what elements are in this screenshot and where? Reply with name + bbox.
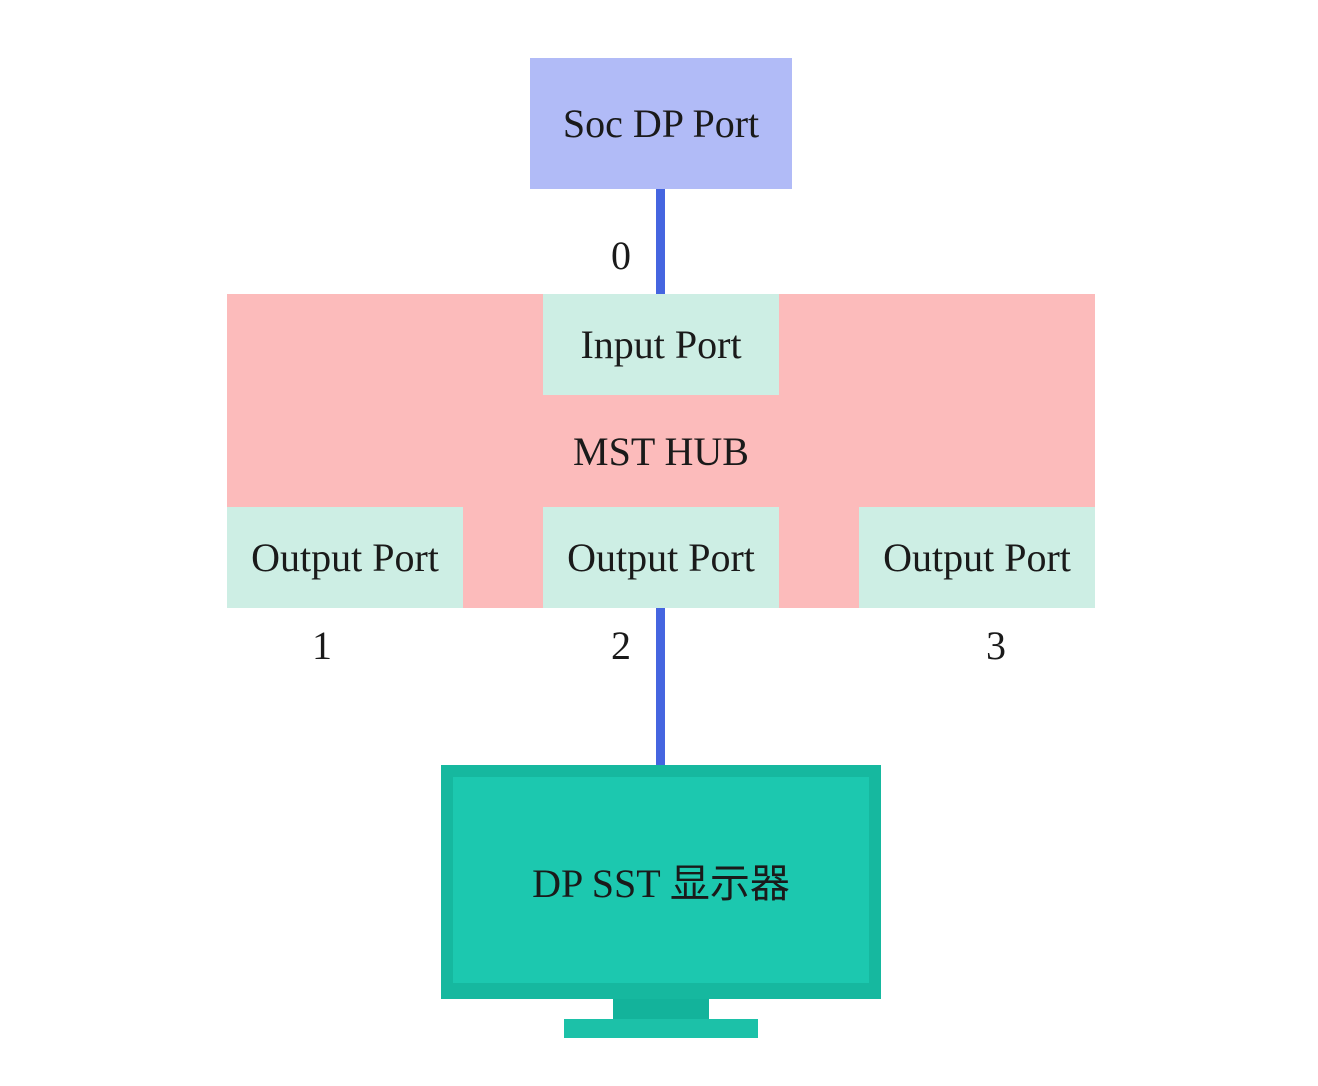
display-label: DP SST 显示器 bbox=[532, 861, 790, 906]
soc-dp-port-box: Soc DP Port bbox=[530, 58, 792, 189]
mst-hub-box: Input Port MST HUB Output Port Output Po… bbox=[227, 294, 1095, 608]
connection-line-soc-to-hub bbox=[656, 189, 665, 295]
monitor-icon: DP SST 显示器 bbox=[441, 765, 881, 999]
input-port-box: Input Port bbox=[543, 294, 779, 395]
monitor-stand-base bbox=[564, 1019, 758, 1038]
output-port-3-box: Output Port bbox=[859, 507, 1095, 608]
mst-hub-label: MST HUB bbox=[573, 428, 749, 474]
soc-dp-port-label: Soc DP Port bbox=[562, 101, 760, 146]
output-port-3-number: 3 bbox=[986, 623, 1006, 668]
output-port-3-label: Output Port bbox=[883, 535, 1071, 580]
input-port-number: 0 bbox=[611, 233, 631, 278]
output-port-2-label: Output Port bbox=[567, 535, 755, 580]
output-port-1-label: Output Port bbox=[251, 535, 439, 580]
connection-line-hub-to-display bbox=[656, 608, 665, 766]
input-port-label: Input Port bbox=[580, 322, 742, 367]
output-port-2-number: 2 bbox=[611, 623, 631, 668]
output-port-2-box: Output Port bbox=[543, 507, 779, 608]
monitor-screen: DP SST 显示器 bbox=[453, 777, 869, 983]
monitor-stand-neck bbox=[613, 999, 709, 1020]
output-port-1-number: 1 bbox=[312, 623, 332, 668]
output-port-1-box: Output Port bbox=[227, 507, 463, 608]
